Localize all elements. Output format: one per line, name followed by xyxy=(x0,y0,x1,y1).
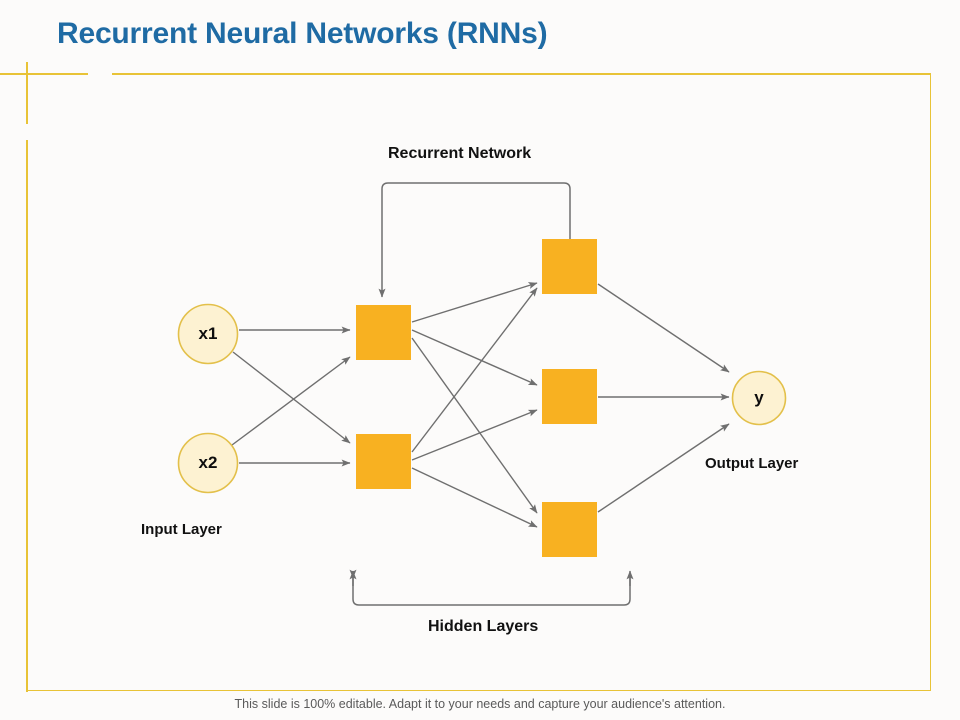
hidden-layers-label: Hidden Layers xyxy=(428,618,539,635)
frame-rule-vertical-lower xyxy=(26,140,28,692)
page-title: Recurrent Neural Networks (RNNs) xyxy=(57,17,548,50)
recurrent-loop-arrow xyxy=(378,182,571,298)
hidden-layer-column-2 xyxy=(542,239,597,557)
input-layer-nodes xyxy=(177,303,239,494)
input-node-x2[interactable] xyxy=(177,432,239,494)
edge-h2-h4 xyxy=(411,409,538,461)
hidden-node-h4[interactable] xyxy=(542,369,597,424)
edge-x2-h1 xyxy=(231,356,351,446)
frame-rule-top-right xyxy=(112,73,931,75)
hidden-node-h2[interactable] xyxy=(356,434,411,489)
hidden-node-h1[interactable] xyxy=(356,305,411,360)
recurrent-network-label: Recurrent Network xyxy=(388,145,532,162)
output-layer-label: Output Layer xyxy=(705,455,799,472)
edge-h1-h5 xyxy=(411,337,538,514)
footer-note: This slide is 100% editable. Adapt it to… xyxy=(234,697,726,711)
edge-h2-h5 xyxy=(411,467,538,528)
output-node-y[interactable] xyxy=(731,370,787,426)
input-layer-label: Input Layer xyxy=(141,521,222,538)
edge-h5-y xyxy=(597,423,730,513)
edges-hidden2-to-output xyxy=(597,283,730,513)
output-node-y-label: y xyxy=(754,388,764,407)
edges-hidden1-to-hidden2 xyxy=(411,282,538,528)
edge-x1-h2 xyxy=(232,351,351,444)
content-frame-box xyxy=(27,74,931,691)
edge-h3-y xyxy=(597,283,730,373)
input-node-x1-label: x1 xyxy=(198,324,218,343)
output-layer-nodes xyxy=(731,370,787,426)
input-node-x2-label: x2 xyxy=(198,453,218,472)
hidden-layers-bracket xyxy=(349,569,634,606)
frame-rule-vertical-upper xyxy=(26,62,28,124)
frame-rule-top-left xyxy=(0,73,88,75)
hidden-node-h3[interactable] xyxy=(542,239,597,294)
hidden-layer-column-1 xyxy=(356,305,411,489)
edge-h1-h3 xyxy=(411,282,538,323)
edges-input-to-hidden1 xyxy=(231,326,351,467)
hidden-node-h5[interactable] xyxy=(542,502,597,557)
edge-h1-h4 xyxy=(411,329,538,386)
edge-h2-h3 xyxy=(411,287,538,453)
input-node-x1[interactable] xyxy=(177,303,239,365)
